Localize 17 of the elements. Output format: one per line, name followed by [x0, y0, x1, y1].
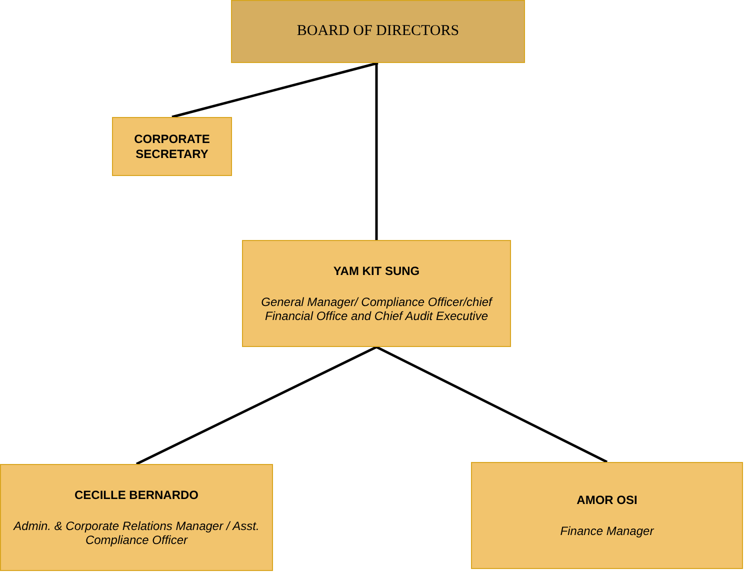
connector-line — [375, 63, 378, 240]
person-name: YAM KIT SUNG — [333, 264, 420, 278]
person-name: AMOR OSI — [576, 492, 638, 508]
role-box — [0, 464, 273, 571]
person-name: CECILLE BERNARDO — [74, 488, 198, 502]
role-box — [242, 240, 511, 347]
role-box — [112, 117, 232, 176]
role-description: Admin. & Corporate Relations Manager / Asst. Compliance Officer — [12, 518, 260, 548]
role-box — [471, 462, 743, 569]
box-title: BOARD OF DIRECTORS — [296, 24, 460, 39]
connector-line — [376, 346, 608, 464]
box-title: CORPORATE SECRETARY — [133, 132, 211, 162]
role-description: Finance Manager — [560, 524, 654, 538]
connector-line — [136, 346, 378, 466]
board-box — [231, 0, 525, 63]
role-description: General Manager/ Compliance Officer/chief Financial Office and Chief Audit Executive — [260, 294, 494, 324]
connector-line — [172, 62, 378, 118]
